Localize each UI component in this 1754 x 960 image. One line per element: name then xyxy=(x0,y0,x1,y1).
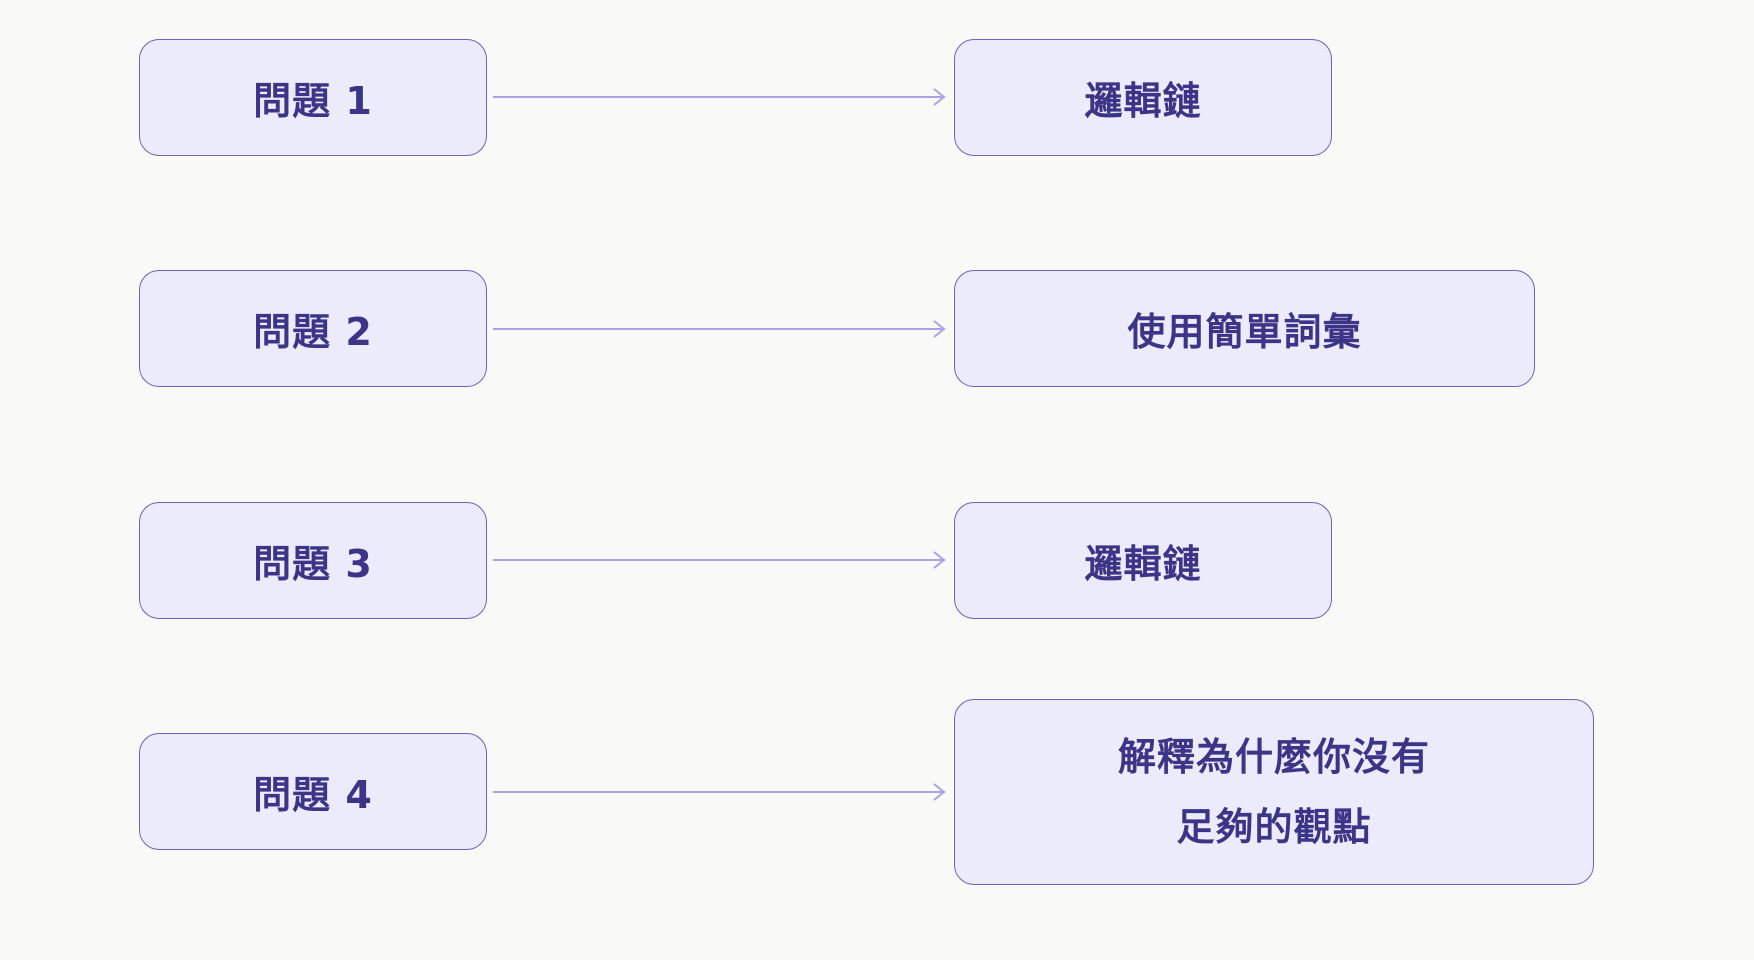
answer-node-3: 邏輯鏈 xyxy=(954,502,1332,619)
question-label-4: 問題 4 xyxy=(253,773,373,817)
question-node-3: 問題 3 xyxy=(139,502,487,619)
question-label-2: 問題 2 xyxy=(253,310,373,354)
answer-text-4-line-2: 足夠的觀點 xyxy=(1176,805,1372,849)
arrow-q2-a2 xyxy=(493,320,946,338)
arrow-q1-a1 xyxy=(493,88,946,106)
arrow-q4-a4 xyxy=(493,783,946,801)
question-node-4: 問題 4 xyxy=(139,733,487,850)
arrow-q3-a3 xyxy=(493,551,946,569)
answer-node-4: 解釋為什麼你沒有 足夠的觀點 xyxy=(954,699,1594,885)
question-label-3: 問題 3 xyxy=(253,542,373,586)
answer-text-3: 邏輯鏈 xyxy=(1084,542,1202,586)
answer-text-2: 使用簡單詞彙 xyxy=(1127,310,1362,354)
question-node-1: 問題 1 xyxy=(139,39,487,156)
answer-text-1: 邏輯鏈 xyxy=(1084,79,1202,123)
question-label-1: 問題 1 xyxy=(253,79,373,123)
answer-node-1: 邏輯鏈 xyxy=(954,39,1332,156)
answer-node-2: 使用簡單詞彙 xyxy=(954,270,1535,387)
answer-text-4-line-1: 解釋為什麼你沒有 xyxy=(1117,735,1430,779)
question-node-2: 問題 2 xyxy=(139,270,487,387)
